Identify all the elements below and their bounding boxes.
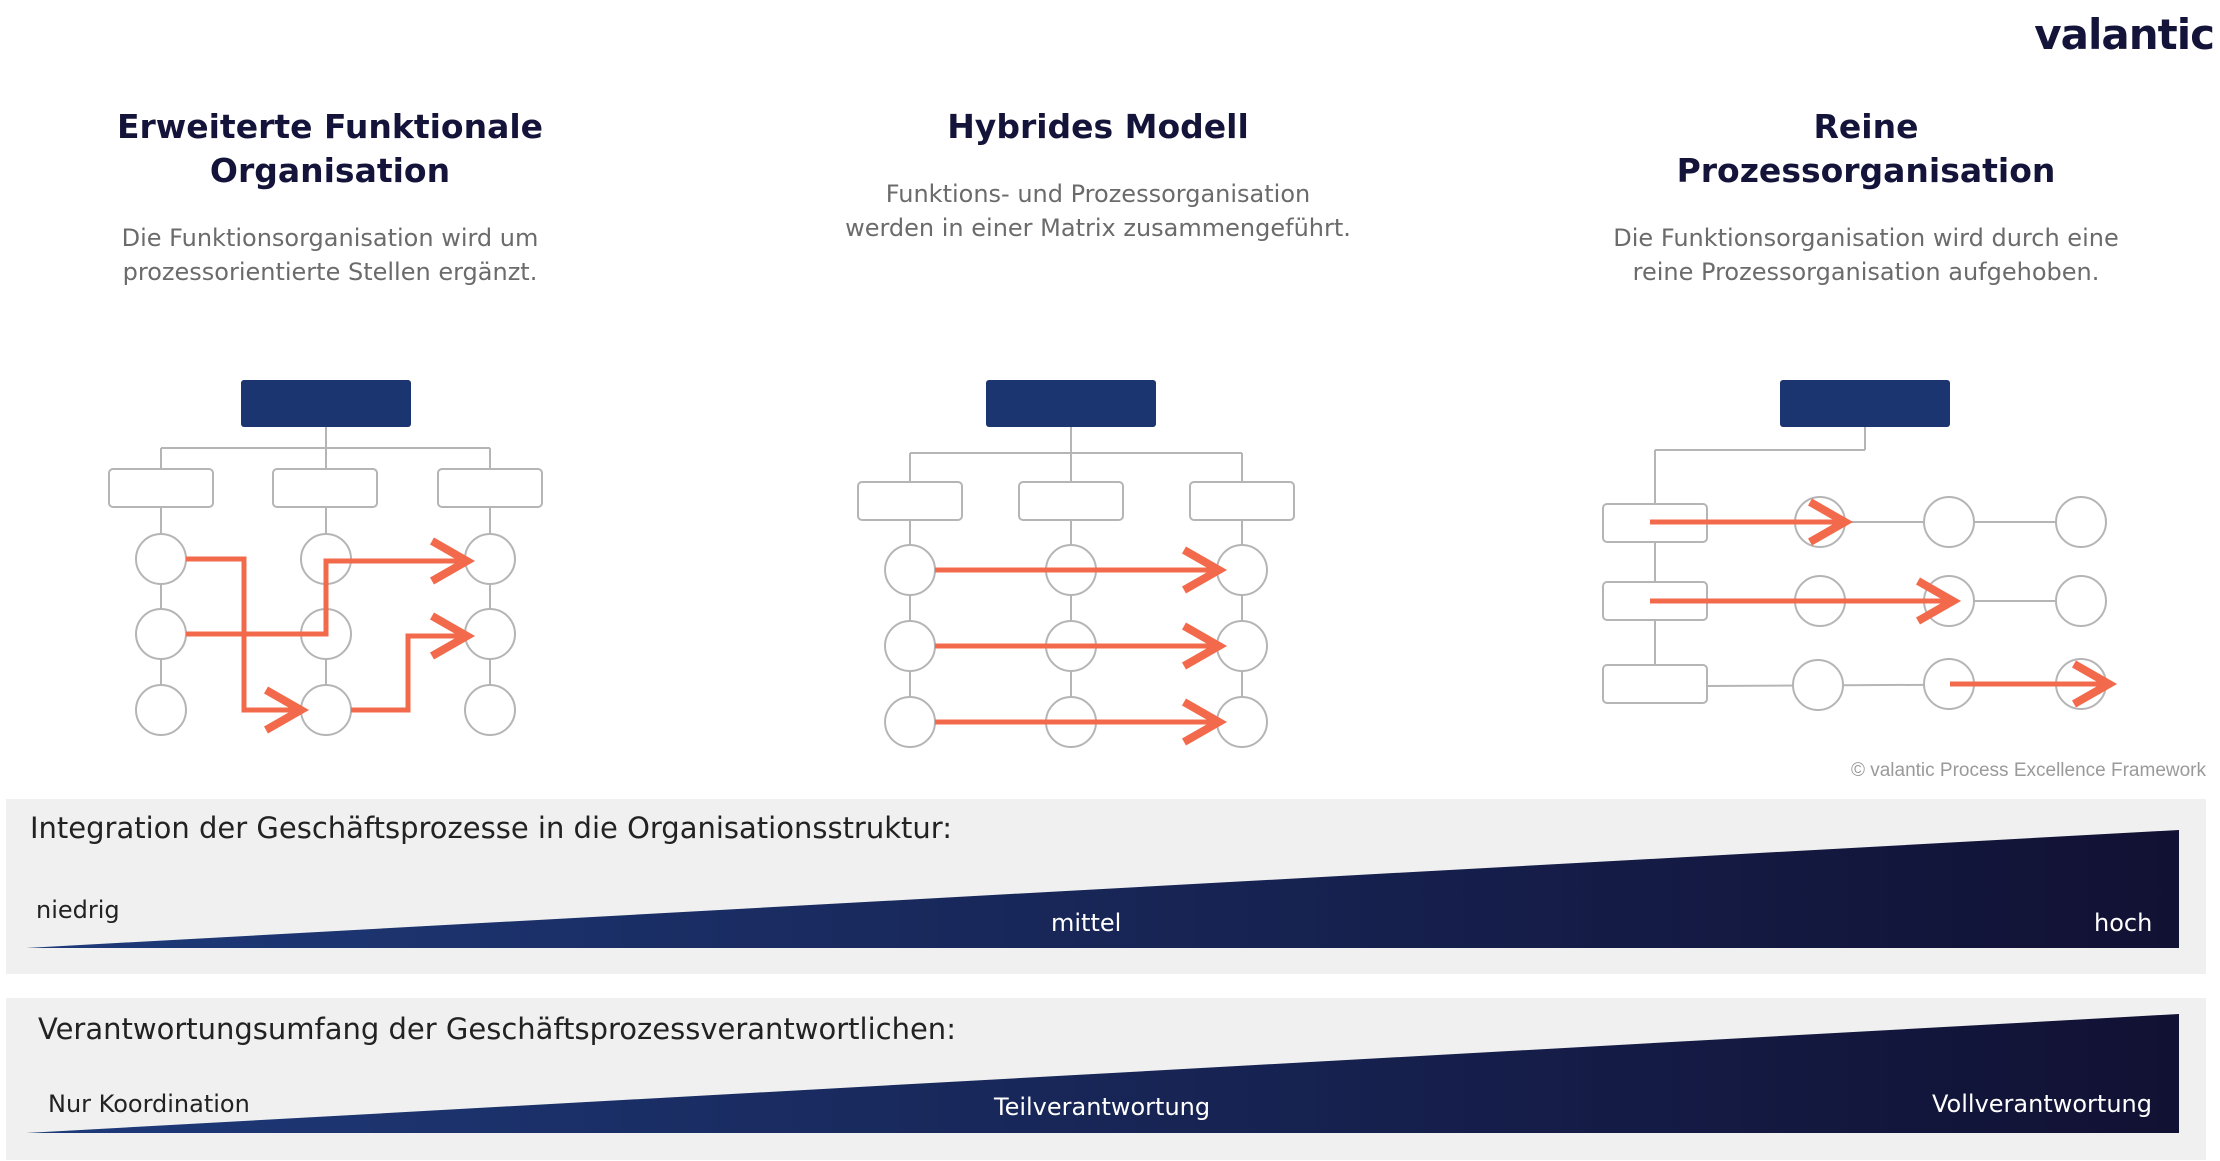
column-description: Die Funktionsorganisation wird um prozes… xyxy=(121,224,539,286)
scale-wedge xyxy=(26,1014,2179,1133)
column-title: Reine Prozessorganisation xyxy=(1676,107,2056,190)
column-title: Hybrides Modell xyxy=(947,107,1249,146)
function-boxes xyxy=(857,481,1295,521)
copyright-note: © valantic Process Excellence Framework xyxy=(1850,760,2206,781)
column-process: Reine Prozessorganisation Die Funktionso… xyxy=(1586,105,2146,289)
valantic-logo: valantic xyxy=(2034,10,2215,59)
column-functional: Erweiterte Funktionale Organisation Die … xyxy=(50,105,610,289)
column-title: Erweiterte Funktionale Organisation xyxy=(116,107,544,190)
column-description: Funktions- und Prozessorganisation werde… xyxy=(845,180,1351,242)
scale-title: Verantwortungsumfang der Geschäftsprozes… xyxy=(38,1012,956,1046)
scale-integration: Integration der Geschäftsprozesse in die… xyxy=(6,799,2206,974)
scale-mid-label: mittel xyxy=(1051,909,1122,937)
scale-low-label: Nur Koordination xyxy=(48,1090,250,1118)
column-description: Die Funktionsorganisation wird durch ein… xyxy=(1613,224,2119,286)
diagram-process xyxy=(1654,427,2082,687)
process-arrows xyxy=(186,537,476,734)
scale-wedge xyxy=(26,830,2179,948)
process-arrows xyxy=(1650,498,2118,708)
scale-title: Integration der Geschäftsprozesse in die… xyxy=(30,811,952,845)
scale-low-label: niedrig xyxy=(36,896,120,924)
top-management-box xyxy=(986,380,1156,427)
top-management-box xyxy=(241,380,411,427)
top-management-box xyxy=(1780,380,1950,427)
function-boxes xyxy=(108,468,543,508)
scale-high-label: Vollverantwortung xyxy=(1932,1090,2152,1118)
column-hybrid: Hybrides Modell Funktions- und Prozessor… xyxy=(818,105,1378,245)
scale-high-label: hoch xyxy=(2094,909,2153,937)
scale-mid-label: Teilverantwortung xyxy=(994,1093,1211,1121)
scale-responsibility: Verantwortungsumfang der Geschäftsprozes… xyxy=(6,998,2206,1160)
process-arrows xyxy=(935,546,1228,746)
